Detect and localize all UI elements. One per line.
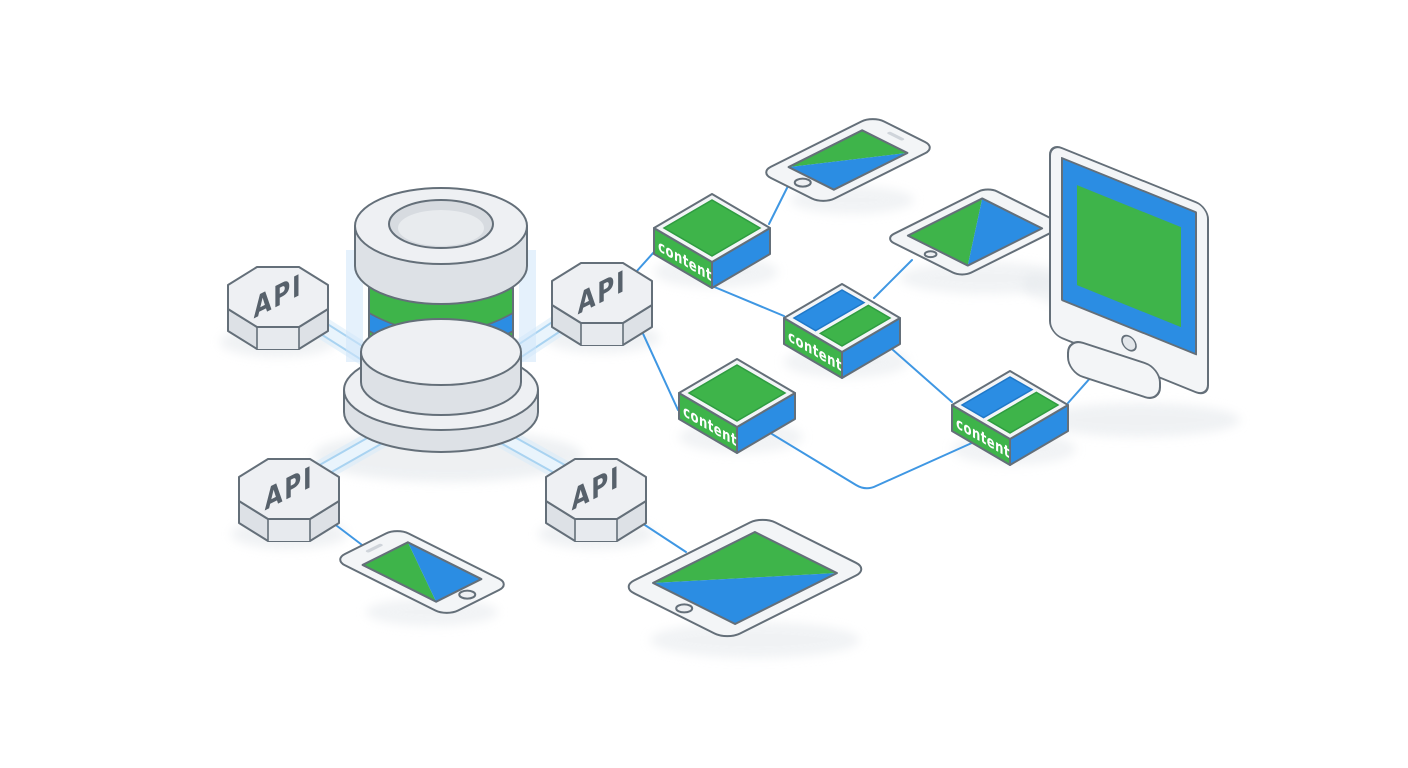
api-node-top-right: API: [551, 262, 653, 346]
monitor-screen-content: [1077, 185, 1181, 328]
content-block-4: content: [951, 370, 1069, 466]
api-node-top-left: API: [227, 266, 329, 350]
monitor-stand-foot: [1067, 341, 1161, 399]
tablet-top-icon: [883, 186, 1067, 278]
line-api2-content1: [635, 251, 655, 273]
database-base: [343, 318, 539, 453]
line-content2-content4: [883, 341, 953, 403]
line-content3-content4: [761, 427, 975, 490]
line-content2-tablet-top: [873, 259, 913, 299]
content-block-1: content: [653, 193, 771, 289]
desktop-monitor-icon: [1049, 146, 1209, 399]
api-node-bottom-left: API: [238, 458, 340, 542]
database-top-ring: [354, 187, 528, 305]
tablet-bottom-icon: [620, 515, 870, 641]
api-node-bottom-right: API: [545, 458, 647, 542]
database-icon: [343, 187, 539, 453]
monitor-power-button: [1121, 334, 1137, 352]
content-block-2: content: [783, 283, 901, 379]
smartphone-bottom-icon: [332, 526, 512, 618]
line-content1-content2: [711, 285, 785, 317]
